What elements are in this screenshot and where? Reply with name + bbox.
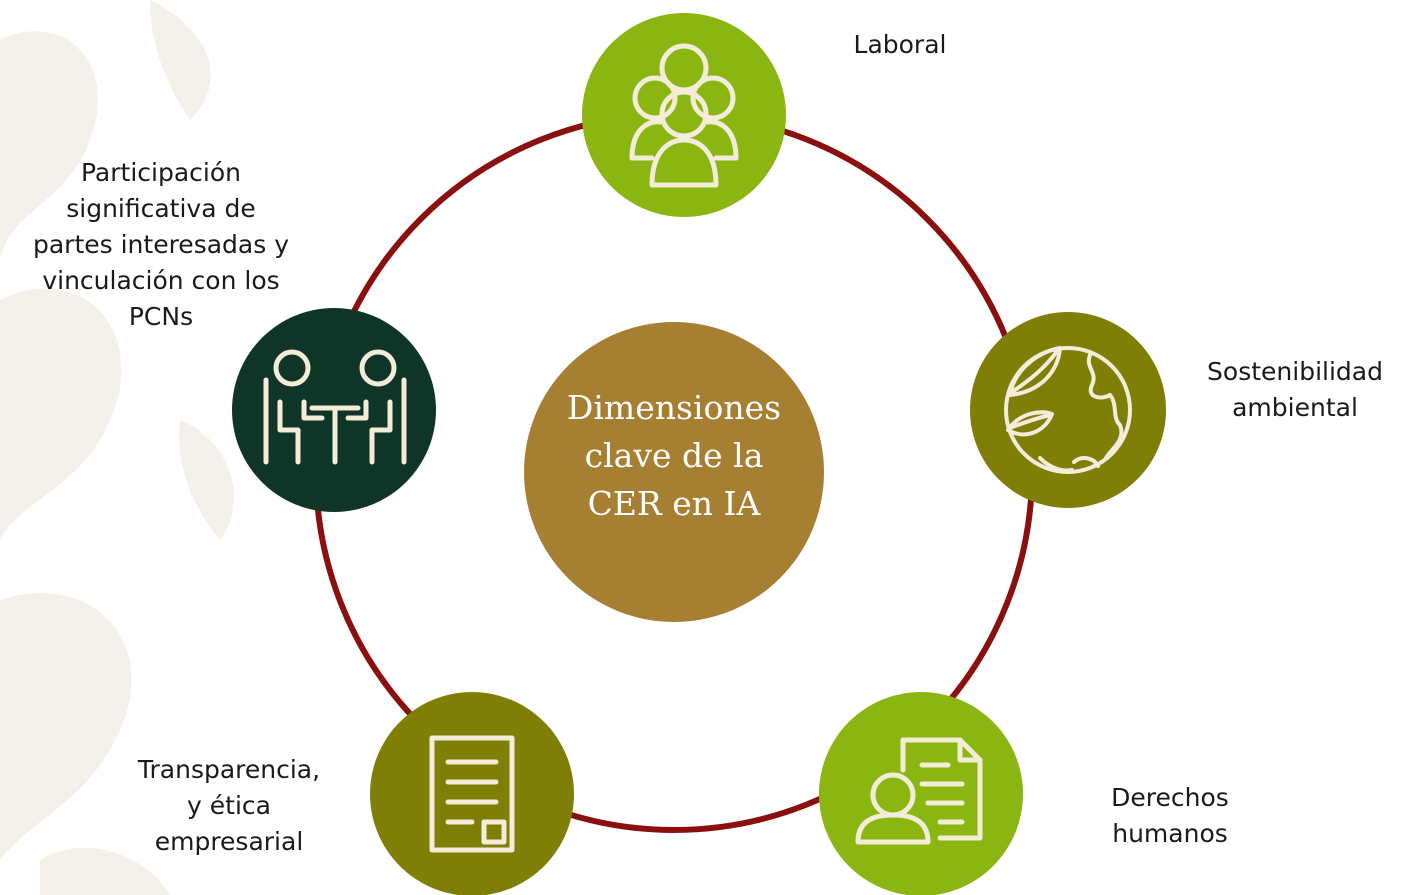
center-title-line: Dimensiones xyxy=(566,388,782,427)
document-icon xyxy=(429,735,515,853)
node-circle-laboral xyxy=(582,13,786,217)
label-derechos: Derechos humanos xyxy=(1090,780,1250,852)
node-circle-sostenibilidad xyxy=(970,312,1166,508)
label-line: Transparencia, xyxy=(137,755,321,784)
background-watermark xyxy=(0,0,235,895)
label-line: vinculación con los xyxy=(42,266,280,295)
meeting-icon xyxy=(263,349,407,465)
label-line: significativa de xyxy=(66,194,256,223)
label-line: Derechos xyxy=(1111,783,1229,812)
label-line: y ética xyxy=(187,791,271,820)
label-sostenibilidad: Sostenibilidad ambiental xyxy=(1190,354,1400,426)
label-line: ambiental xyxy=(1232,393,1358,422)
center-title-line: clave de la xyxy=(584,436,764,475)
center-title-line: CER en IA xyxy=(587,484,761,523)
label-line: PCNs xyxy=(128,302,194,331)
label-line: Sostenibilidad xyxy=(1207,357,1383,386)
label-participacion: Participación significativa de partes in… xyxy=(2,155,320,335)
label-laboral: Laboral xyxy=(830,27,970,63)
node-circle-derechos xyxy=(819,692,1023,895)
earth-leaves-icon xyxy=(1004,346,1132,474)
center-circle xyxy=(524,322,824,622)
person-document-icon xyxy=(855,737,983,845)
node-circle-transparencia xyxy=(370,692,574,895)
label-line: partes interesadas y xyxy=(32,230,289,259)
label-transparencia: Transparencia, y ética empresarial xyxy=(104,752,354,860)
people-group-icon xyxy=(629,43,739,188)
center-title: Dimensiones clave de la CER en IA xyxy=(524,384,824,528)
label-line: empresarial xyxy=(154,827,304,856)
label-line: Laboral xyxy=(853,30,947,59)
label-line: Participación xyxy=(80,158,241,187)
label-line: humanos xyxy=(1112,819,1228,848)
